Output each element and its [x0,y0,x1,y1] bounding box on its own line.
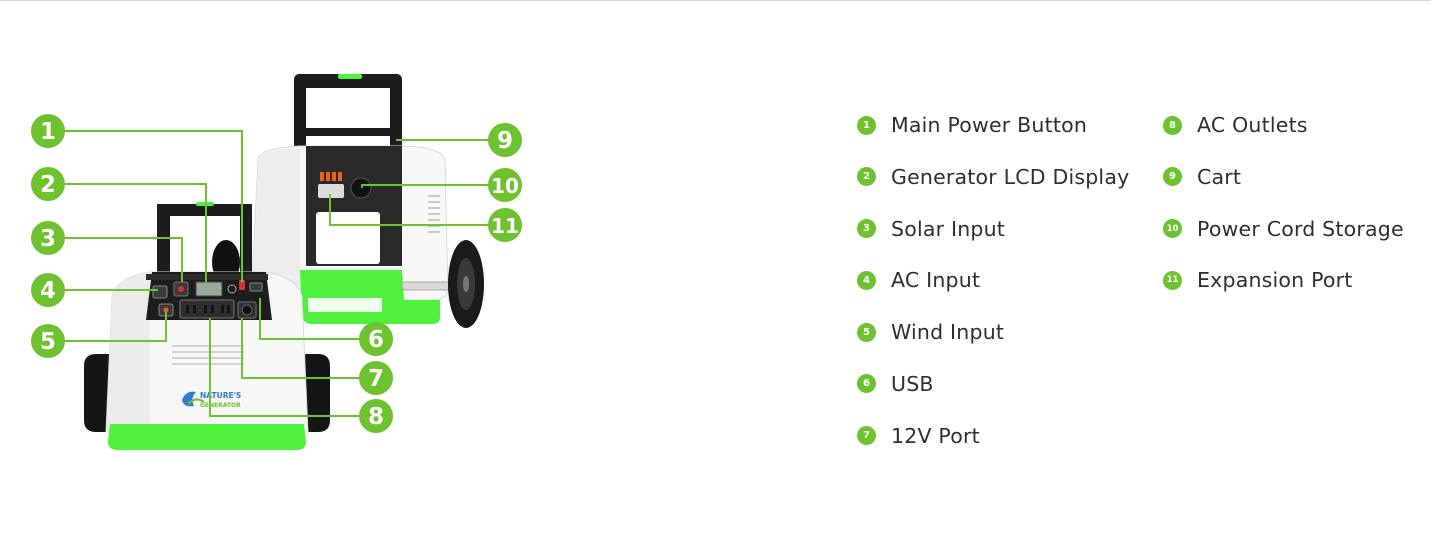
expansion-port [318,184,344,198]
callout-badge-6: 6 [359,322,393,356]
callout-number: 6 [368,327,384,353]
callout-circle [31,273,65,307]
rear-unit [251,74,484,328]
callout-number: 7 [368,366,384,392]
callout-circle [488,208,522,242]
callout-badge-3: 3 [31,221,65,255]
callout-number: 10 [491,174,519,198]
legend-label: 12V Port [891,423,980,448]
legend-item-3: 3 Solar Input [857,210,1129,248]
legend-label: Solar Input [891,216,1006,241]
legend-label: Main Power Button [891,113,1088,137]
callout-number: 2 [40,172,56,198]
logo-line1: NATURE'S [200,391,241,400]
usb-ports [249,282,263,292]
callout-badge-2: 2 [31,167,65,201]
callout-badge-11: 11 [488,208,522,242]
legend-item-11: 11 Expansion Port [1163,261,1404,299]
top-divider [0,0,1431,1]
callout-circle [359,399,393,433]
cart-crossbar [306,128,390,136]
legend-column-2: 8 AC Outlets 9 Cart 10 Power Cord Storage 11 Ex… [1163,106,1404,313]
callout-number: 4 [40,278,56,304]
legend-label: Wind Input [891,320,1005,345]
handle-green-tab [338,74,362,79]
legend-label: AC Input [891,268,981,293]
legend-item-6: 6 USB [857,365,1129,403]
legend-label: AC Outlets [1197,113,1308,137]
legend-badge: 3 [857,219,876,239]
callout-circle [488,123,522,157]
legend-column-1: 1 Main Power Button 2 Generator LCD Display… [857,106,1129,469]
callout-circle [488,168,522,202]
legend-item-4: 4 AC Input [857,261,1129,299]
rear-body-shadow [254,148,300,298]
callout-badge-1: 1 [31,114,65,148]
legend-label: Cart [1197,164,1242,189]
legend-label: Generator LCD Display [891,164,1130,189]
ac-input-port [152,285,168,299]
callout-badge-5: 5 [31,324,65,358]
legend-item-1: 1 Main Power Button [857,106,1129,144]
callout-badge-7: 7 [359,361,393,395]
legend-badge: 5 [857,322,876,342]
legend-label: Power Cord Storage [1197,216,1404,241]
legend-label: Expansion Port [1197,268,1353,293]
generator-base [108,424,306,450]
callout-badges: 1 2 3 4 5 6 7 8 9 10 11 [31,114,522,433]
legend-item-9: 9 Cart [1163,158,1404,196]
legend-item-8: 8 AC Outlets [1163,106,1404,144]
callout-badge-9: 9 [488,123,522,157]
logo-leaf-icon [182,391,196,407]
power-indicator [239,280,245,290]
cord-storage-bay [316,212,380,264]
callout-badge-8: 8 [359,399,393,433]
leader-lines [64,130,490,417]
front-wheel-left [84,354,110,432]
legend-badge: 2 [857,167,876,187]
callout-number: 5 [40,329,56,355]
legend-badge: 7 [857,426,876,446]
legend-badge: 10 [1163,219,1182,239]
legend-badge: 8 [1163,115,1182,135]
callout-circle [31,221,65,255]
callout-circle [359,361,393,395]
callout-circle [31,114,65,148]
legend-badge: 1 [857,115,876,135]
callout-number: 11 [491,214,519,238]
callout-number: 1 [40,119,56,145]
callout-circle [359,322,393,356]
generator-diagram: NATURE'S GENERATOR 1 2 3 4 5 6 7 8 9 10 11 [31,74,522,450]
legend-item-10: 10 Power Cord Storage [1163,210,1404,248]
expansion-port-pins [320,172,342,181]
callout-number: 9 [497,128,513,154]
logo-line2: GENERATOR [200,402,241,409]
brand-logo: NATURE'S GENERATOR [182,391,241,409]
callout-number: 3 [40,226,56,252]
legend-badge: 11 [1163,270,1182,290]
lcd-display [195,281,223,297]
callout-badge-10: 10 [488,168,522,202]
legend-badge: 9 [1163,167,1182,187]
callout-number: 8 [368,404,384,430]
callout-circle [31,167,65,201]
callout-circle [31,324,65,358]
legend-item-2: 2 Generator LCD Display [857,158,1129,196]
power-button [227,284,237,294]
front-wheel-right [304,354,330,432]
legend-item-7: 7 12V Port [857,417,1129,455]
legend-label: USB [891,371,934,396]
legend-badge: 4 [857,270,876,290]
cart-handle-top [294,74,402,88]
legend-item-5: 5 Wind Input [857,313,1129,351]
legend-badge: 6 [857,374,876,394]
callout-badge-4: 4 [31,273,65,307]
